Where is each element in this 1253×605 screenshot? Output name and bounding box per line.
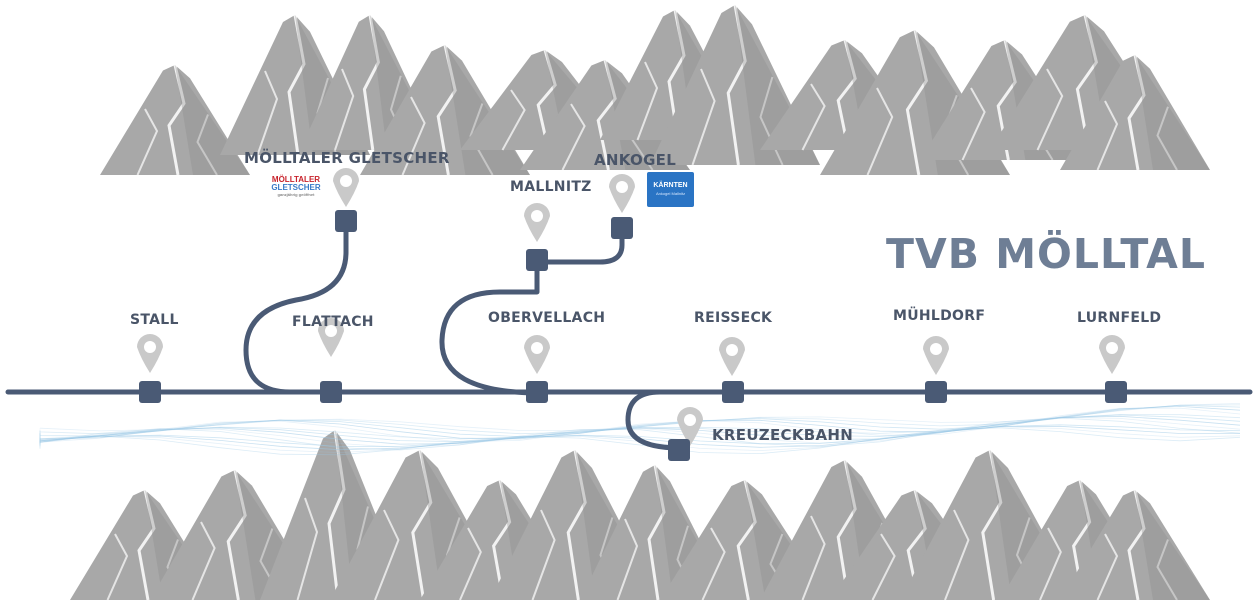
branch-ankogel [534, 225, 625, 265]
brand-title: TVB MÖLLTAL [886, 230, 1206, 278]
route-lines [5, 219, 1253, 451]
pin-reisseck [719, 337, 745, 376]
branch-kreuzeckbahn [625, 389, 683, 451]
station-label-kreuzeckbahn: KREUZECKBAHN [712, 426, 854, 444]
water-wave [39, 417, 1241, 451]
stop-flattach [320, 381, 342, 403]
water-wave [39, 405, 1241, 440]
moelltaler-gletscher-logo: MÖLLTALER GLETSCHER ganzjährig geöffnet [270, 176, 322, 198]
logo-k-line1: KÄRNTEN [653, 182, 688, 189]
stops [139, 210, 1127, 461]
stop-reisseck [722, 381, 744, 403]
logo-mg-line2: GLETSCHER [271, 183, 321, 192]
stop-kreuzeckbahn [668, 439, 690, 461]
pin-moelltaler [333, 168, 359, 207]
water-wave [39, 425, 1240, 451]
mountains-bottom [70, 429, 1210, 601]
pin-obervellach [524, 335, 550, 374]
logo-mg-line1: MÖLLTALER [271, 175, 321, 184]
water-wave [39, 424, 1241, 447]
station-label-mallnitz: MALLNITZ [510, 179, 592, 195]
water-wave [39, 416, 1241, 448]
stop-ankogel [611, 217, 633, 239]
station-label-stall: STALL [130, 312, 179, 328]
pin-mallnitz [524, 203, 550, 242]
branch-moelltaler [243, 219, 349, 395]
station-label-moelltaler-gletscher: MÖLLTALER GLETSCHER [244, 149, 450, 167]
station-label-reisseck: REISSECK [694, 310, 773, 326]
logo-mg-line3: ganzjährig geöffnet [277, 192, 315, 197]
kaernten-logo: KÄRNTEN Ankogel Mallnitz [647, 172, 694, 207]
stop-moelltaler [335, 210, 357, 232]
mountain-bottom-12 [1060, 489, 1210, 601]
stop-lurnfeld [1105, 381, 1127, 403]
station-label-lurnfeld: LURNFELD [1077, 310, 1162, 326]
pin-lurnfeld [1099, 335, 1125, 374]
pin-stall [137, 334, 163, 373]
water-wave [39, 415, 1241, 445]
pin-kreuzeckbahn [677, 407, 703, 446]
pin-flattach [318, 318, 344, 357]
logo-k-line2: Ankogel Mallnitz [655, 191, 686, 196]
water-wave [39, 426, 1241, 454]
branch-mallnitz [439, 257, 540, 396]
mountain-top-12 [1060, 54, 1210, 171]
water-wave [39, 427, 1241, 456]
stop-muehldorf [925, 381, 947, 403]
river-water [39, 403, 1241, 456]
pins [137, 168, 1125, 446]
station-label-muehldorf: MÜHLDORF [893, 308, 986, 324]
station-label-ankogel: ANKOGEL [594, 151, 677, 169]
stop-obervellach [526, 381, 548, 403]
station-label-obervellach: OBERVELLACH [488, 310, 606, 326]
mountains-top [100, 4, 1210, 176]
pin-ankogel [609, 174, 635, 213]
mountain-top-0 [100, 64, 250, 176]
stop-mallnitz [526, 249, 548, 271]
stop-stall [139, 381, 161, 403]
pin-muehldorf [923, 336, 949, 375]
station-label-flattach: FLATTACH [292, 314, 374, 330]
